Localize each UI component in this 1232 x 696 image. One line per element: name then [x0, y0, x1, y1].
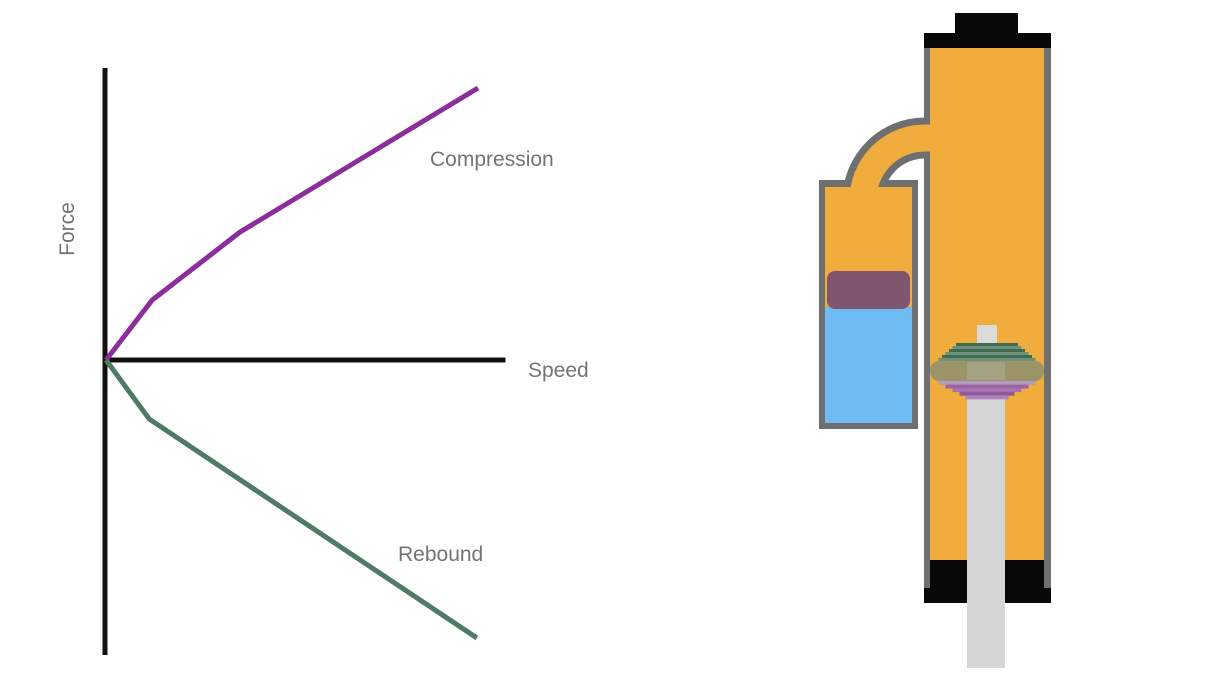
body-top-mount [955, 13, 1018, 33]
seal-block-right [1005, 560, 1044, 588]
force-speed-chart: Force Speed Compression Rebound [56, 68, 589, 655]
shim [942, 355, 1032, 359]
y-axis-label: Force [56, 202, 79, 256]
shim [938, 358, 1036, 362]
shim [949, 349, 1025, 353]
seal-foot-right [1005, 588, 1051, 603]
body-top-cap [924, 33, 1051, 48]
piston-assembly [930, 325, 1044, 668]
x-axis [102, 357, 506, 363]
remote-reservoir [819, 180, 918, 429]
shim [959, 391, 1015, 396]
damper-body [924, 13, 1051, 603]
seal-head [924, 560, 1051, 603]
shim [945, 352, 1029, 356]
shim [956, 343, 1018, 347]
reservoir-hose-bore [849, 124, 931, 206]
shim [965, 395, 1009, 400]
shim [952, 388, 1022, 393]
piston-rod-passage [967, 362, 1005, 380]
x-axis-label: Speed [528, 359, 589, 382]
shim [938, 381, 1036, 385]
seal-foot-left [924, 588, 967, 603]
rebound-series-label: Rebound [398, 543, 483, 566]
rebound-shim-stack [938, 381, 1036, 400]
reservoir-oil [825, 307, 912, 423]
shock-absorber-diagram [819, 13, 1051, 668]
compression-series-label: Compression [430, 148, 554, 171]
rebound-curve [103, 358, 479, 641]
compression-curve [104, 85, 480, 362]
seal-block-left [930, 560, 967, 588]
compression-shim-stack [938, 343, 1036, 362]
shim [952, 346, 1022, 350]
shim [945, 384, 1029, 389]
reservoir-floating-piston [827, 271, 910, 309]
piston-shaft [967, 382, 1005, 668]
